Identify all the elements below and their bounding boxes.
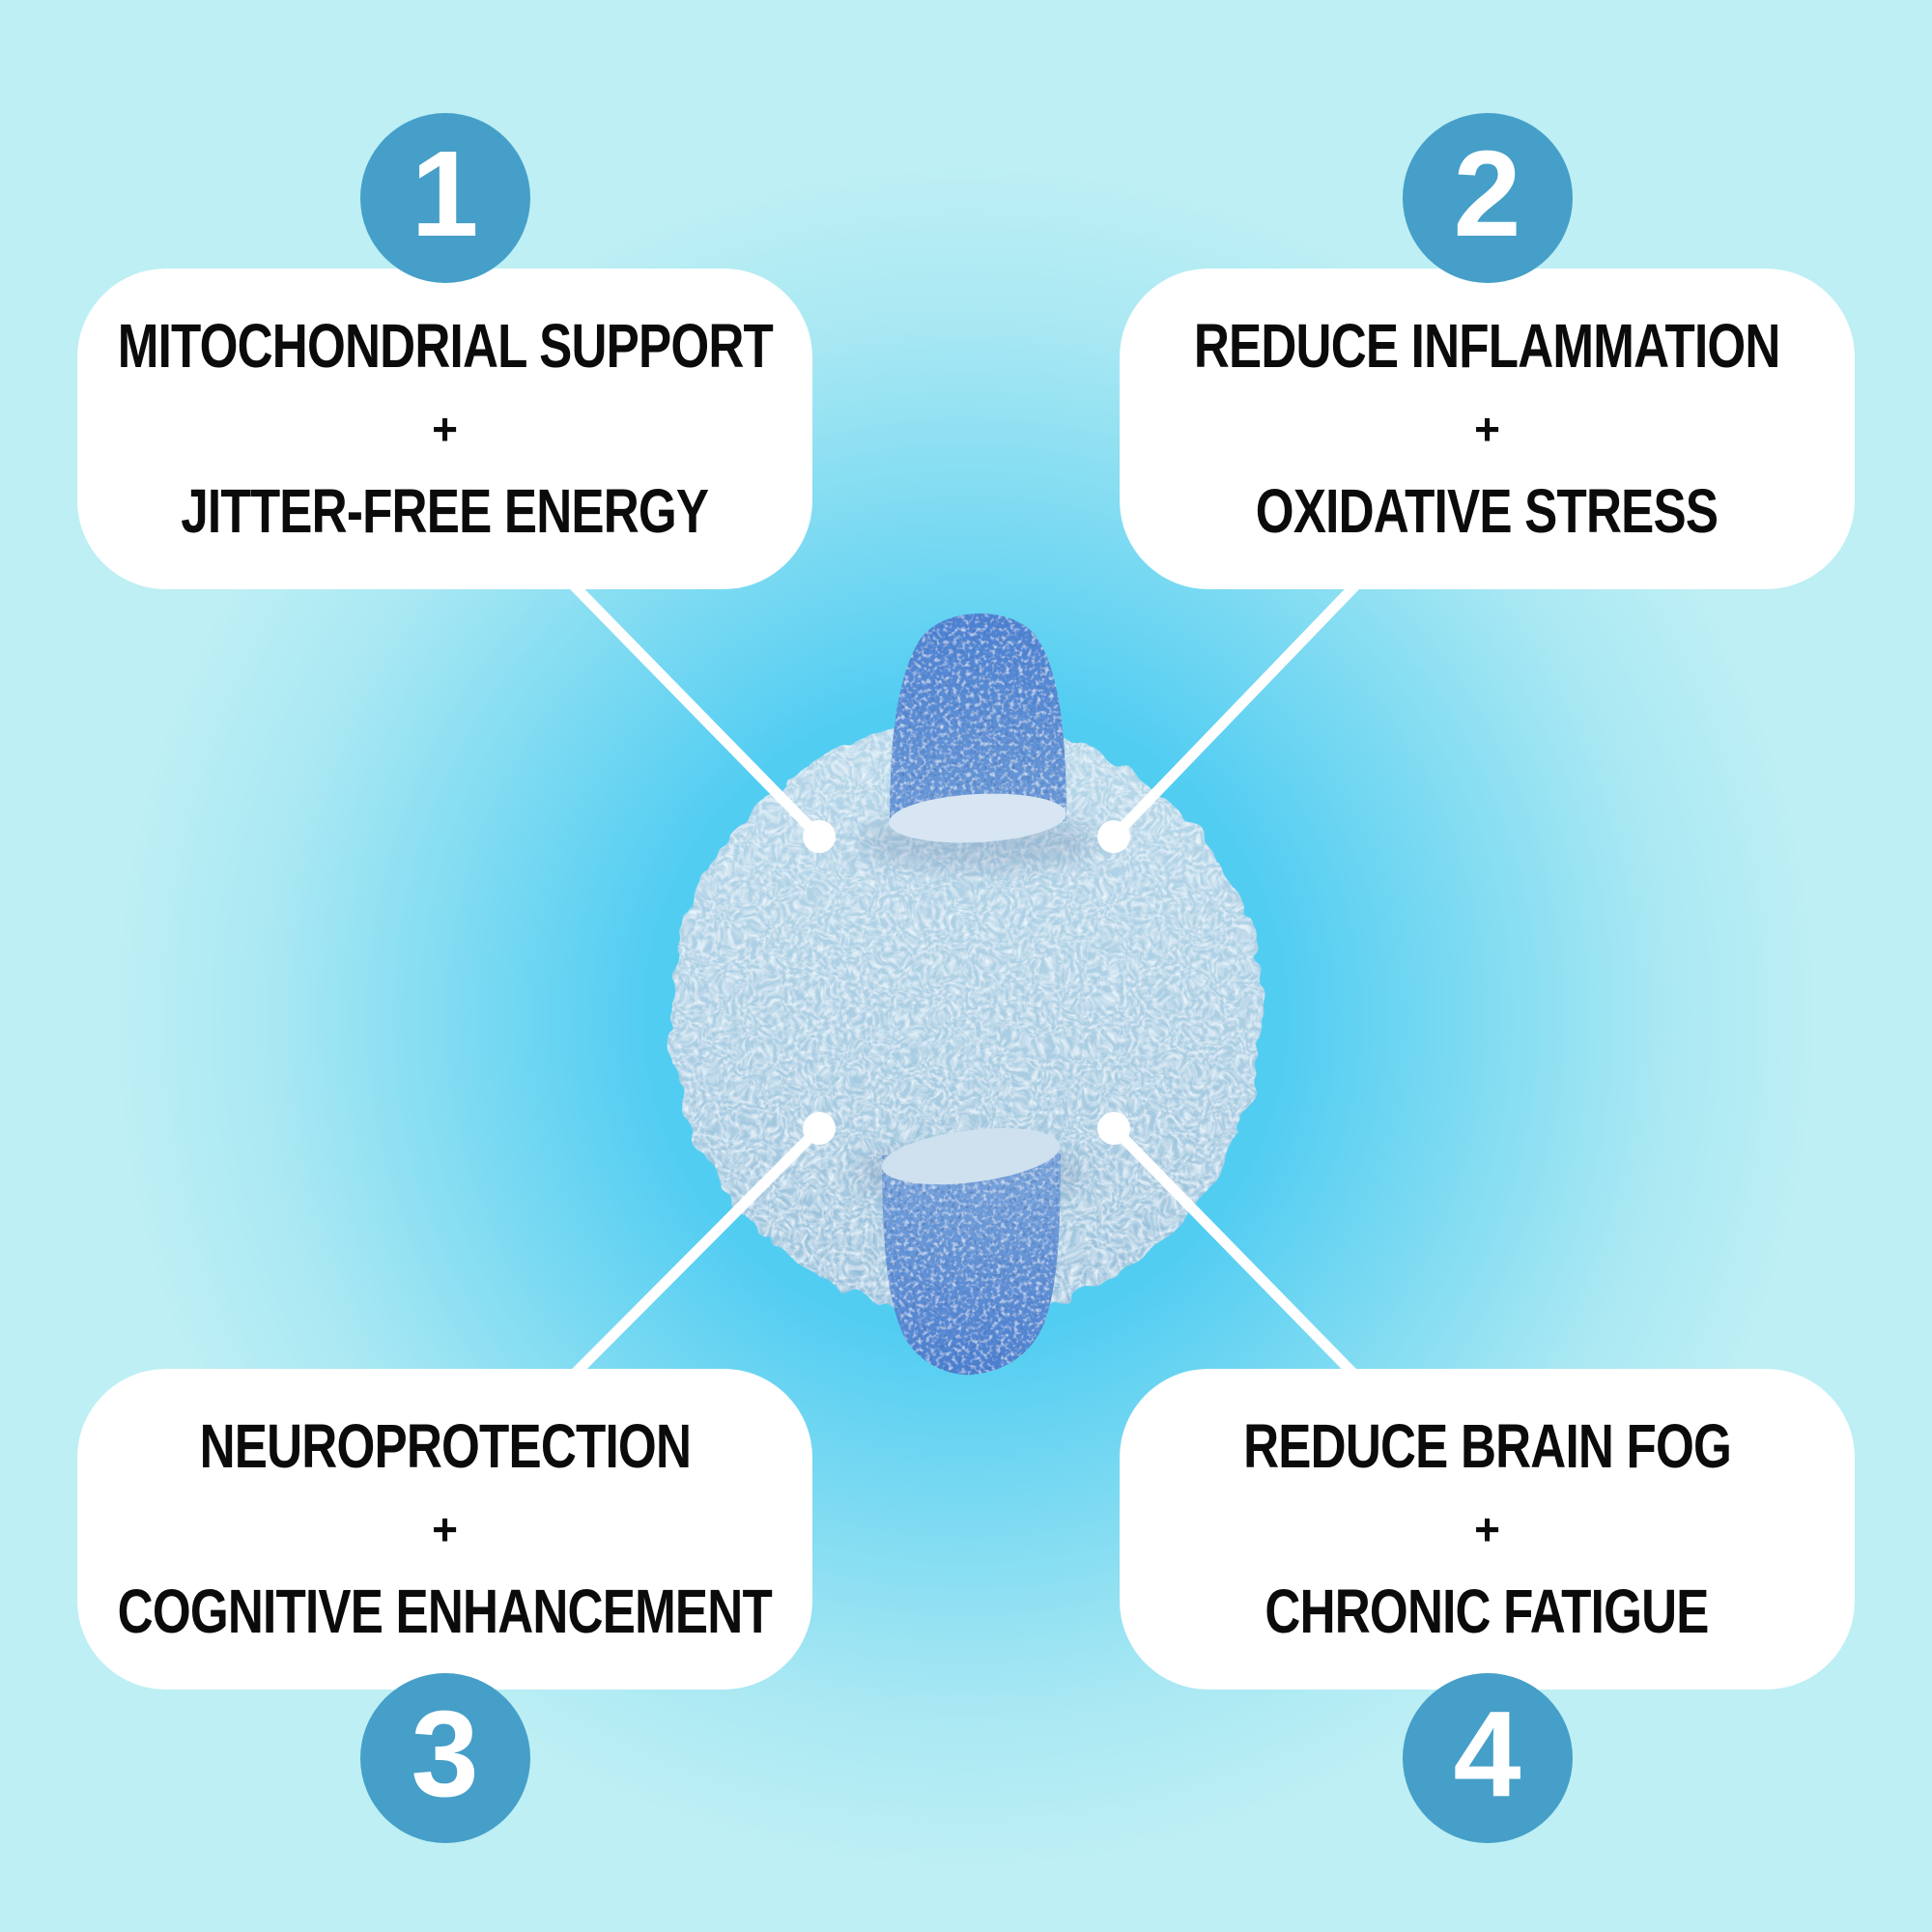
benefit-line-2: JITTER-FREE ENERGY — [181, 476, 709, 546]
connector-dot — [1097, 1112, 1130, 1145]
benefit-line-1: NEUROPROTECTION — [199, 1410, 691, 1481]
plus-separator: + — [1474, 404, 1500, 454]
benefit-line-1: REDUCE INFLAMMATION — [1194, 310, 1781, 381]
benefit-number-badge-3: 3 — [359, 1673, 530, 1843]
capsule-half-bottom-icon — [882, 1151, 1061, 1376]
capsule-half-top-icon — [890, 613, 1066, 821]
connector-dot — [803, 820, 836, 853]
plus-separator: + — [432, 1504, 458, 1554]
benefit-line-2: COGNITIVE ENHANCEMENT — [117, 1577, 773, 1646]
benefit-line-1: MITOCHONDRIAL SUPPORT — [117, 310, 773, 381]
benefit-card-3: 3 NEUROPROTECTION + COGNITIVE ENHANCEMEN… — [77, 1369, 812, 1843]
benefit-line-2: CHRONIC FATIGUE — [1264, 1577, 1710, 1646]
benefit-number-badge-1: 1 — [359, 113, 530, 283]
benefit-card-2: 2 REDUCE INFLAMMATION + OXIDATIVE STRESS — [1120, 113, 1855, 589]
benefit-line-2: OXIDATIVE STRESS — [1256, 476, 1719, 546]
connector-line — [564, 576, 823, 840]
benefit-card-1: 1 MITOCHONDRIAL SUPPORT + JITTER-FREE EN… — [77, 113, 812, 589]
capsule-top-cut-face — [889, 793, 1066, 843]
badge-number: 3 — [411, 1686, 479, 1822]
plus-separator: + — [432, 404, 458, 454]
connector-line — [1110, 576, 1365, 840]
capsule-bottom-cut-face — [881, 1127, 1061, 1185]
powder-pile-icon — [669, 721, 1263, 1314]
connector-dot — [803, 1112, 836, 1145]
benefit-number-badge-2: 2 — [1402, 113, 1573, 283]
benefit-number-badge-4: 4 — [1402, 1673, 1573, 1843]
benefit-card-4: 4 REDUCE BRAIN FOG + CHRONIC FATIGUE — [1120, 1369, 1855, 1843]
connector-line — [1110, 1124, 1362, 1382]
badge-number: 4 — [1453, 1686, 1521, 1822]
plus-separator: + — [1474, 1504, 1500, 1554]
badge-number: 2 — [1453, 126, 1521, 262]
badge-number: 1 — [411, 126, 479, 262]
benefit-line-1: REDUCE BRAIN FOG — [1243, 1410, 1732, 1481]
connector-dot — [1097, 820, 1130, 853]
connector-line — [566, 1124, 823, 1382]
